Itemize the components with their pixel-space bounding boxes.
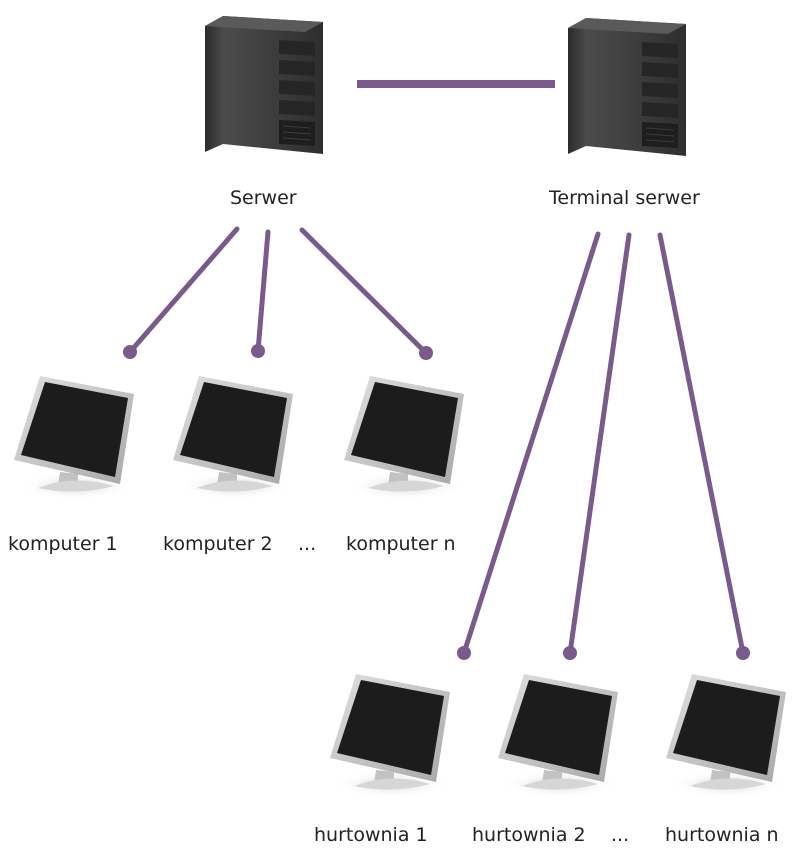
terminal-client-label-hurtownia-n: hurtownia n: [665, 824, 779, 846]
connector-dot-komputer-2: [251, 344, 265, 358]
server-label: Serwer: [230, 187, 297, 209]
monitor-icon: [173, 376, 293, 500]
client-label-komputer-1: komputer 1: [8, 533, 118, 555]
connector-terminal-hurtownia-2: [567, 232, 632, 656]
monitor-icon: [330, 674, 450, 798]
connector-dot-hurtownia-1: [457, 646, 471, 660]
connector-server-komputer-1: [127, 226, 240, 355]
ellipsis-label: ...: [611, 824, 630, 846]
monitor-icon: [498, 674, 618, 798]
connector-dot-komputer-n: [419, 346, 433, 360]
terminal-client-label-hurtownia-2: hurtownia 2: [472, 824, 586, 846]
terminal-server-icon: [567, 17, 687, 157]
monitor-icon: [344, 376, 464, 500]
connector-dot-komputer-1: [123, 345, 137, 359]
connector-server-komputer-n: [299, 227, 429, 356]
connector-dot-hurtownia-2: [563, 646, 577, 660]
terminal-client-label-hurtownia-1: hurtownia 1: [314, 824, 428, 846]
monitor-icon: [14, 376, 134, 500]
ellipsis-label: ...: [298, 533, 317, 555]
connector-server-komputer-2: [255, 229, 271, 354]
connector-dot-hurtownia-n: [736, 646, 750, 660]
terminal-server-label: Terminal serwer: [549, 187, 700, 209]
server-icon: [204, 15, 324, 155]
monitor-icon: [666, 674, 786, 798]
client-label-komputer-n: komputer n: [346, 533, 456, 555]
connector-terminal-hurtownia-n: [657, 232, 746, 656]
client-label-komputer-2: komputer 2: [163, 533, 273, 555]
connector-terminal-hurtownia-1: [461, 231, 601, 656]
